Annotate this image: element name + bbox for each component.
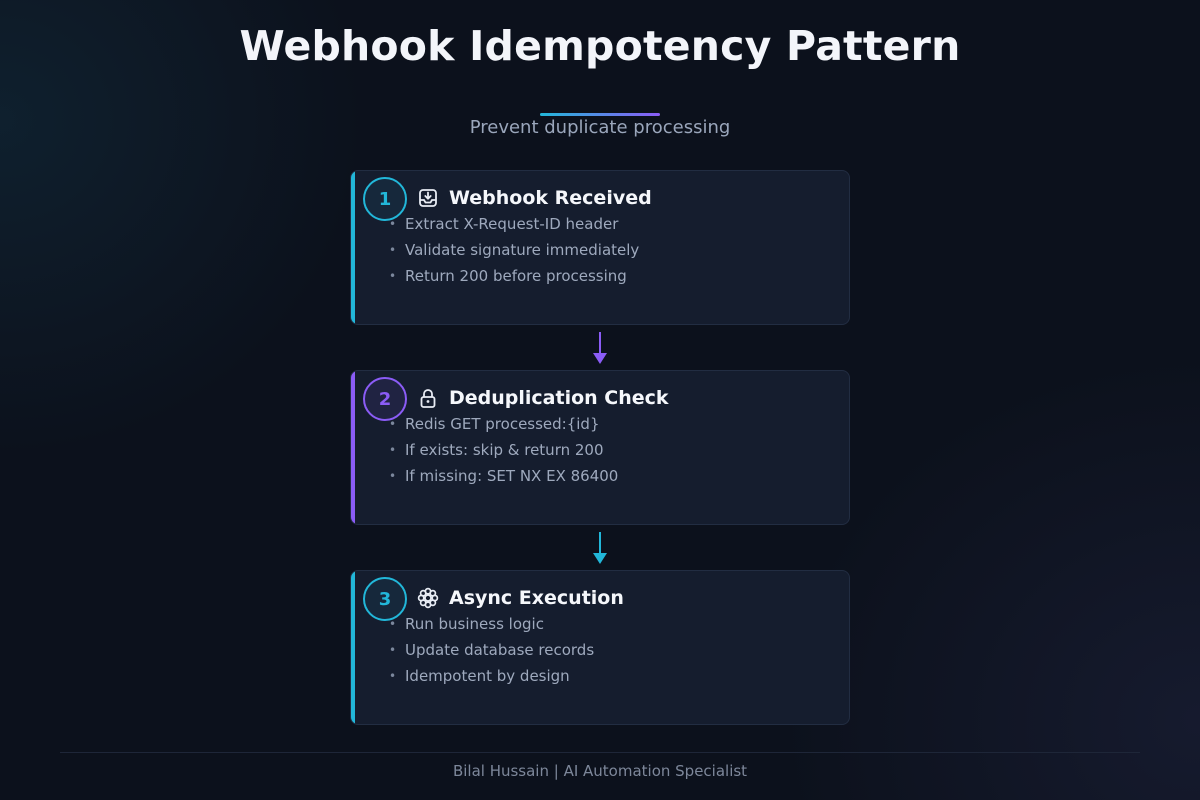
step-title: Deduplication Check: [449, 387, 669, 409]
step-accent-bar: [351, 171, 355, 324]
step-bullet-list: •Run business logic •Update database rec…: [389, 614, 594, 692]
list-item: •Run business logic: [389, 615, 544, 633]
step-header: Deduplication Check: [417, 387, 669, 409]
step-accent-bar: [351, 571, 355, 724]
step-bullet-list: •Extract X-Request-ID header •Validate s…: [389, 214, 639, 292]
step-card-webhook-received: 1 Webhook Received •Extract X-Request-ID…: [350, 170, 850, 325]
step-bullet-list: •Redis GET processed:{id} •If exists: sk…: [389, 414, 618, 492]
list-item: •Redis GET processed:{id}: [389, 415, 600, 433]
page-title: Webhook Idempotency Pattern: [239, 22, 961, 70]
list-item: •If missing: SET NX EX 86400: [389, 467, 619, 485]
step-title: Webhook Received: [449, 187, 652, 209]
step-title: Async Execution: [449, 587, 624, 609]
footer-credit: Bilal Hussain | AI Automation Specialist: [452, 762, 748, 780]
footer-divider: [60, 752, 1140, 753]
step-header: Webhook Received: [417, 187, 652, 209]
flow-arrow-down-icon: [593, 332, 607, 364]
flow-arrow-down-icon: [593, 532, 607, 564]
title-accent-line: [540, 113, 660, 116]
step-header: Async Execution: [417, 587, 624, 609]
step-card-async-execution: 3 Async Execution •Run business logic: [350, 570, 850, 725]
list-item: •Idempotent by design: [389, 667, 570, 685]
step-number-badge: 3: [363, 577, 407, 621]
list-item: •Return 200 before processing: [389, 267, 627, 285]
gear-icon: [417, 587, 439, 609]
step-number-badge: 2: [363, 377, 407, 421]
step-card-deduplication-check: 2 Deduplication Check •Redis GET process…: [350, 370, 850, 525]
lock-icon: [417, 387, 439, 409]
step-number-badge: 1: [363, 177, 407, 221]
page-subtitle: Prevent duplicate processing: [469, 117, 731, 138]
list-item: •Update database records: [389, 641, 595, 659]
list-item: •If exists: skip & return 200: [389, 441, 604, 459]
step-accent-bar: [351, 371, 355, 524]
list-item: •Validate signature immediately: [389, 241, 640, 259]
list-item: •Extract X-Request-ID header: [389, 215, 619, 233]
inbox-download-icon: [417, 187, 439, 209]
